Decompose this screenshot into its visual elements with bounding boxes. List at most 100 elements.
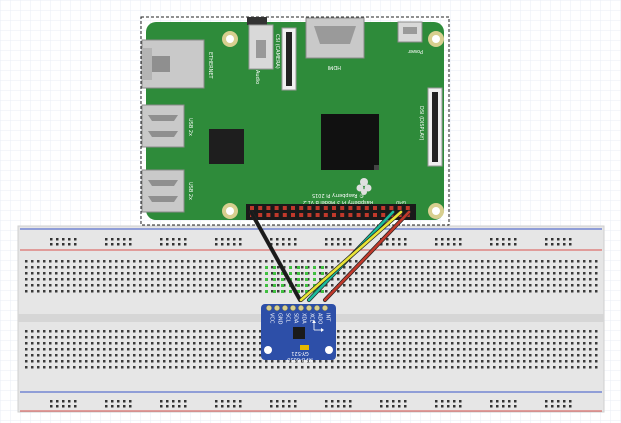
terminal-hole: [223, 336, 226, 339]
terminal-hole: [319, 266, 322, 269]
terminal-hole: [115, 330, 118, 333]
terminal-hole: [511, 366, 514, 369]
terminal-hole: [385, 290, 388, 293]
connected-hole: [305, 284, 308, 287]
rail-hole: [178, 238, 181, 241]
rail-hole: [563, 405, 566, 408]
terminal-hole: [553, 342, 556, 345]
terminal-hole: [85, 260, 88, 263]
terminal-hole: [373, 278, 376, 281]
terminal-hole: [493, 266, 496, 269]
terminal-hole: [511, 272, 514, 275]
terminal-hole: [91, 278, 94, 281]
gpio-label: GPIO: [396, 200, 406, 205]
gpio-pin: [356, 213, 361, 217]
rail-hole: [435, 243, 438, 246]
terminal-hole: [451, 366, 454, 369]
terminal-hole: [463, 330, 466, 333]
terminal-hole: [139, 290, 142, 293]
terminal-hole: [157, 360, 160, 363]
usb-port-top: [141, 104, 185, 148]
terminal-hole: [523, 336, 526, 339]
terminal-hole: [541, 336, 544, 339]
rail-hole: [569, 243, 572, 246]
terminal-hole: [91, 336, 94, 339]
terminal-hole: [127, 272, 130, 275]
terminal-hole: [553, 284, 556, 287]
terminal-hole: [37, 354, 40, 357]
terminal-hole: [571, 278, 574, 281]
mpu-pin: [322, 305, 328, 311]
terminal-hole: [145, 360, 148, 363]
terminal-hole: [487, 366, 490, 369]
rail-hole: [117, 238, 120, 241]
terminal-hole: [55, 360, 58, 363]
gpio-pin: [250, 206, 254, 210]
terminal-hole: [565, 284, 568, 287]
terminal-hole: [133, 354, 136, 357]
terminal-hole: [157, 336, 160, 339]
connected-hole: [265, 266, 268, 269]
terminal-hole: [199, 290, 202, 293]
terminal-hole: [337, 290, 340, 293]
terminal-hole: [253, 278, 256, 281]
terminal-hole: [343, 348, 346, 351]
terminal-hole: [97, 360, 100, 363]
terminal-hole: [151, 260, 154, 263]
connected-hole: [281, 272, 284, 275]
terminal-hole: [571, 260, 574, 263]
terminal-hole: [385, 284, 388, 287]
terminal-hole: [79, 260, 82, 263]
terminal-hole: [55, 290, 58, 293]
terminal-hole: [469, 330, 472, 333]
terminal-hole: [463, 360, 466, 363]
rail-hole: [233, 238, 236, 241]
terminal-hole: [121, 348, 124, 351]
terminal-hole: [493, 330, 496, 333]
rail-hole: [563, 243, 566, 246]
terminal-hole: [499, 360, 502, 363]
terminal-hole: [499, 260, 502, 263]
terminal-hole: [487, 278, 490, 281]
rail-hole: [105, 243, 108, 246]
terminal-hole: [61, 266, 64, 269]
terminal-hole: [577, 336, 580, 339]
terminal-hole: [493, 278, 496, 281]
terminal-hole: [181, 278, 184, 281]
terminal-hole: [127, 330, 130, 333]
terminal-hole: [511, 284, 514, 287]
terminal-hole: [133, 278, 136, 281]
rail-hole: [221, 405, 224, 408]
terminal-hole: [475, 260, 478, 263]
terminal-hole: [151, 348, 154, 351]
terminal-hole: [265, 360, 268, 363]
terminal-hole: [565, 272, 568, 275]
terminal-hole: [391, 336, 394, 339]
terminal-hole: [517, 278, 520, 281]
terminal-hole: [145, 348, 148, 351]
terminal-hole: [343, 284, 346, 287]
terminal-hole: [211, 342, 214, 345]
terminal-hole: [547, 354, 550, 357]
terminal-hole: [415, 330, 418, 333]
mpu-pin: [306, 305, 312, 311]
terminal-hole: [415, 342, 418, 345]
terminal-hole: [79, 354, 82, 357]
terminal-hole: [457, 336, 460, 339]
terminal-hole: [157, 272, 160, 275]
terminal-hole: [361, 290, 364, 293]
raspberry-pi: ETHERNET USB 2x USB 2x Audio CSI (CAMERA…: [140, 16, 450, 226]
terminal-hole: [229, 354, 232, 357]
terminal-hole: [433, 260, 436, 263]
rail-hole: [508, 400, 511, 403]
rail-hole: [129, 405, 132, 408]
terminal-hole: [301, 266, 304, 269]
terminal-hole: [253, 260, 256, 263]
rail-hole: [221, 243, 224, 246]
terminal-hole: [499, 366, 502, 369]
terminal-hole: [469, 284, 472, 287]
terminal-hole: [541, 348, 544, 351]
terminal-hole: [49, 354, 52, 357]
pi-board: [146, 22, 444, 220]
terminal-hole: [517, 336, 520, 339]
